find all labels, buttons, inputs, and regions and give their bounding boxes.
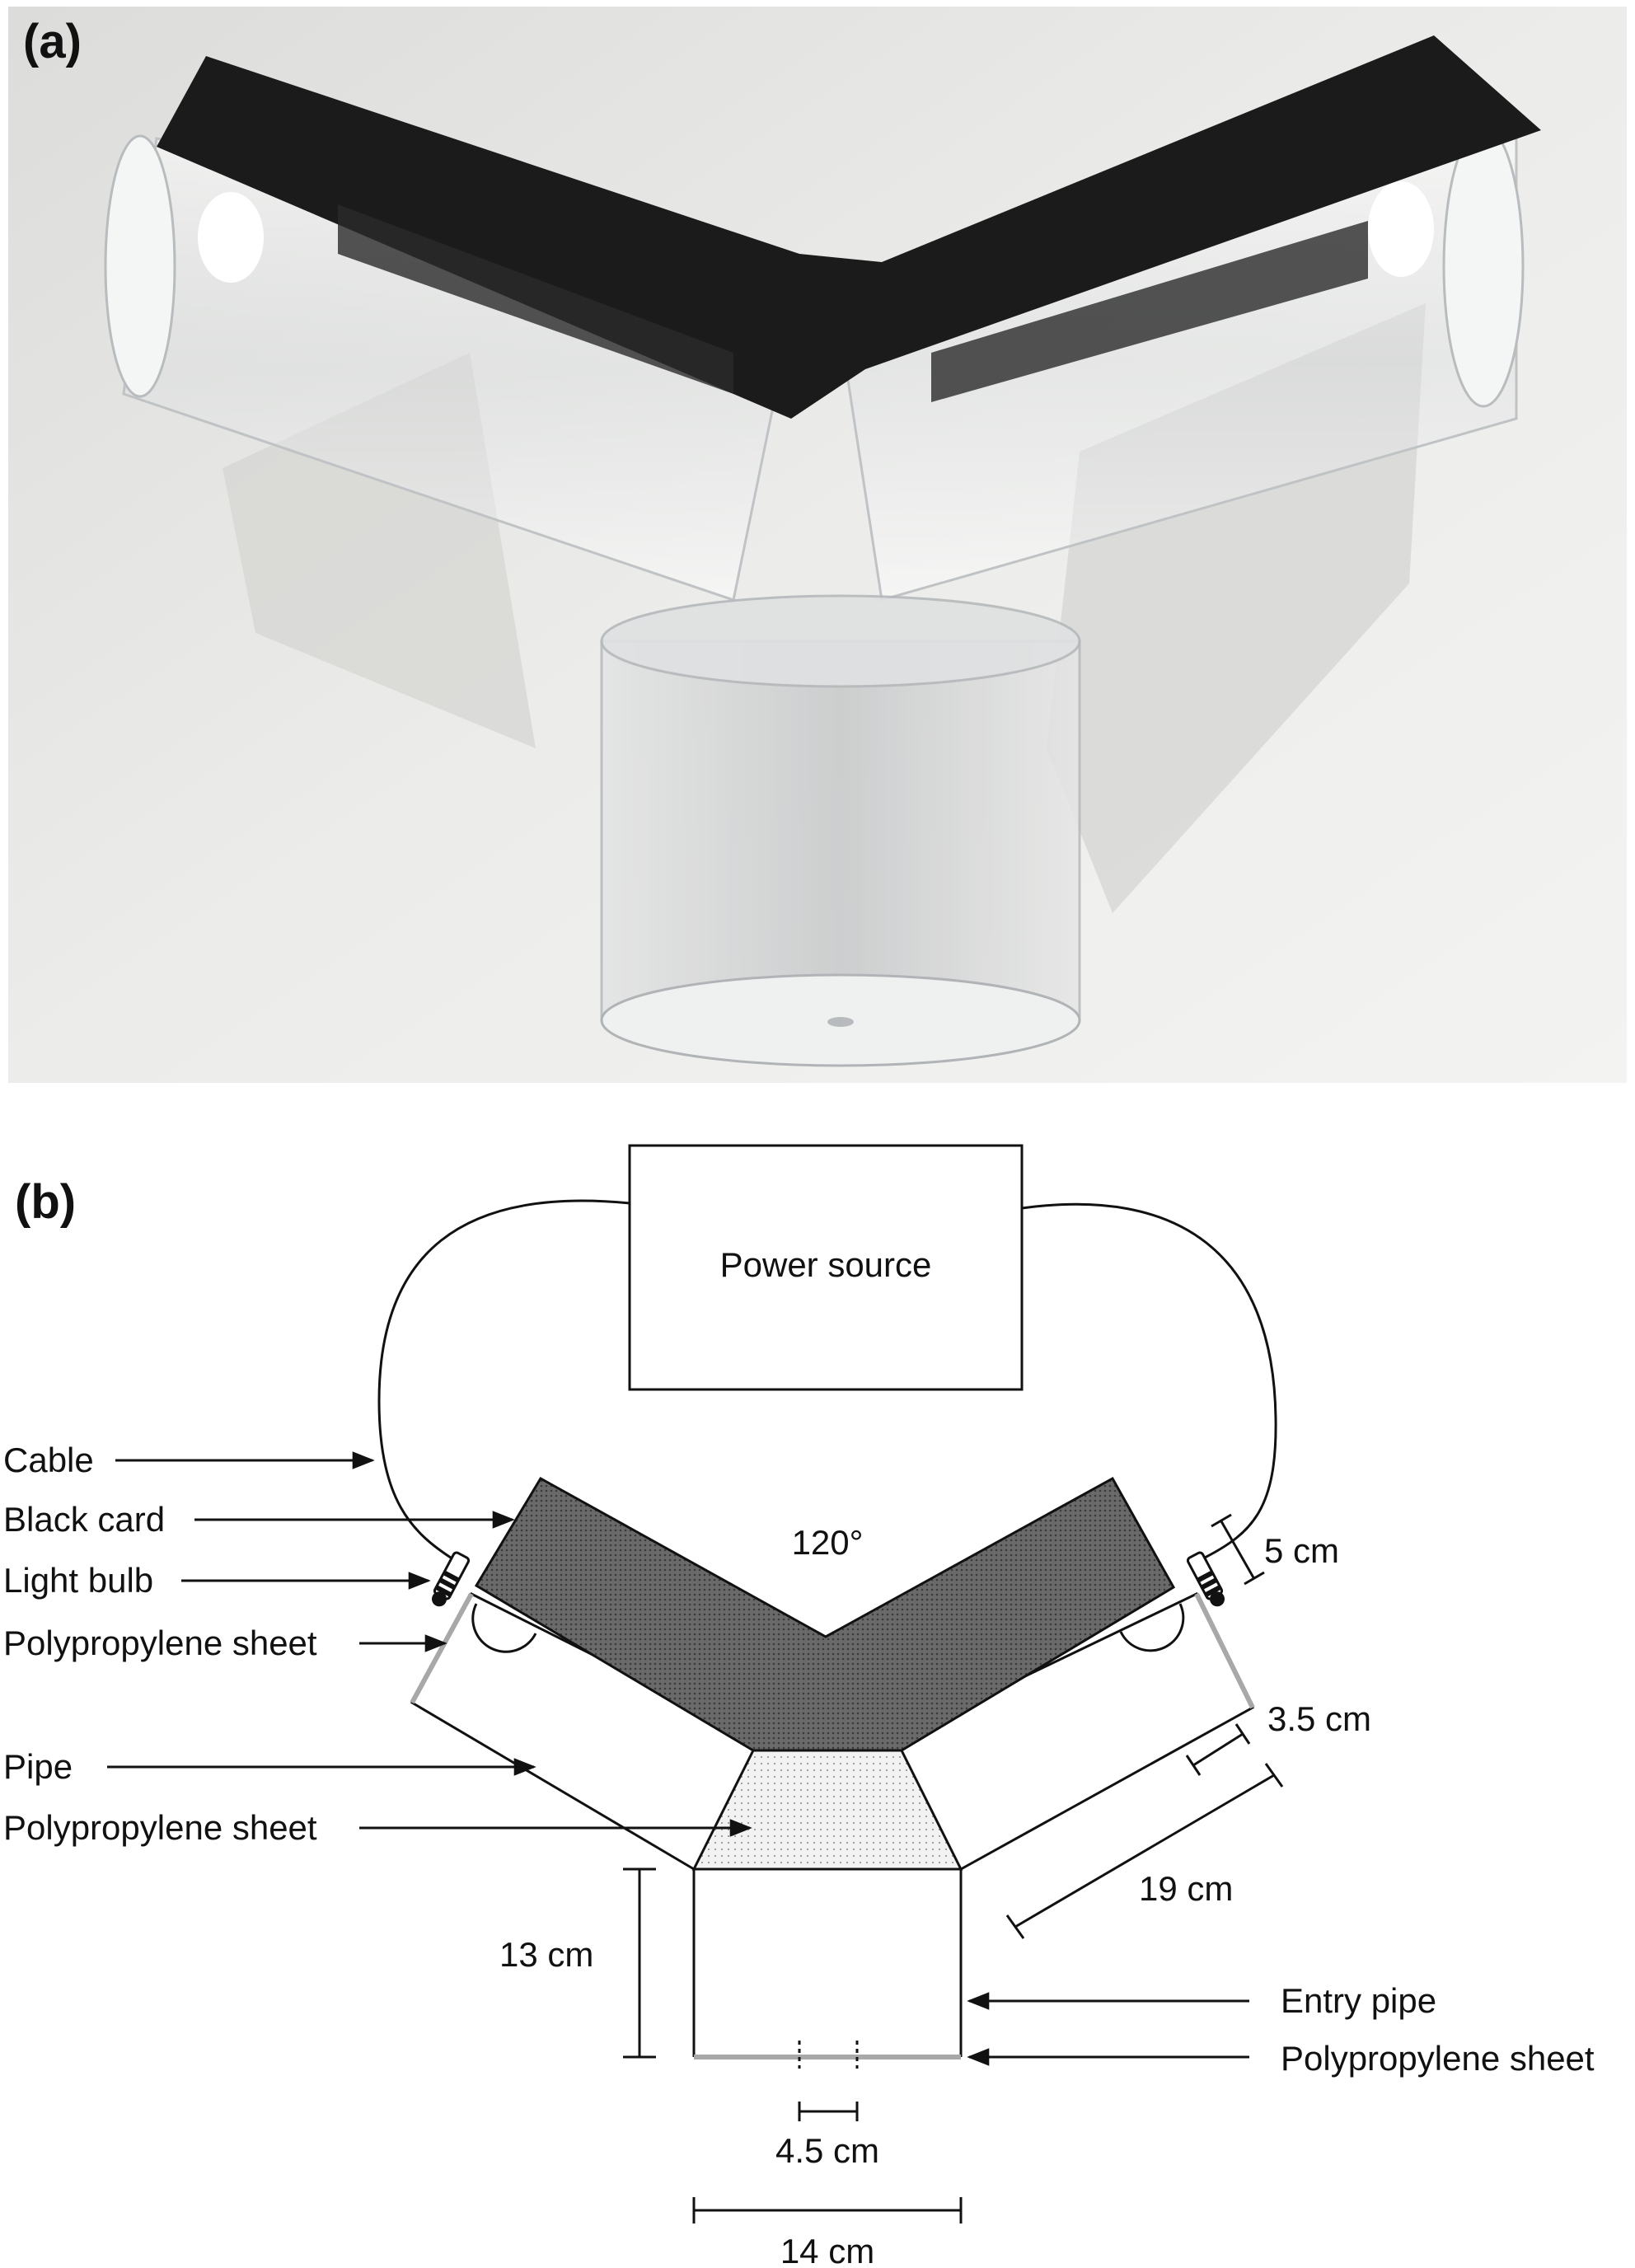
entry-hole — [827, 1017, 854, 1027]
left-tube-end — [104, 134, 176, 398]
photo-panel: (a) — [8, 7, 1627, 1083]
panel-a-label: (a) — [23, 15, 82, 68]
polypropylene-center-label: Polypropylene sheet — [3, 1808, 317, 1847]
entry-width-label: 14 cm — [780, 2232, 874, 2268]
right-bulb-hole — [1368, 181, 1434, 277]
right-end-polypropylene-sheet — [1194, 1592, 1255, 1709]
cable-right — [1021, 1202, 1277, 1559]
arm-offset-dimension — [1185, 1723, 1251, 1776]
entry-height-dimension — [623, 1867, 656, 2059]
bulb-width-dimension — [1211, 1513, 1265, 1586]
entry-pipe-label: Entry pipe — [1281, 1981, 1436, 2020]
left-light-bulb — [431, 1551, 471, 1607]
inner-dark-left — [338, 204, 733, 394]
entry-tube-top — [600, 594, 1081, 688]
left-bulb-hole — [198, 192, 264, 283]
power-source-box — [628, 1144, 1024, 1391]
angle-label: 120° — [792, 1523, 864, 1562]
cable-left — [377, 1199, 630, 1561]
diagram-panel: (b) Power source — [0, 1088, 1635, 2268]
right-light-bulb — [1186, 1551, 1225, 1607]
hole-gap-label: 4.5 cm — [775, 2131, 879, 2170]
cable-label: Cable — [3, 1441, 94, 1479]
pipe-label: Pipe — [3, 1747, 73, 1786]
hole-gap-dimension — [798, 2102, 859, 2121]
power-source-label: Power source — [720, 1245, 932, 1284]
entry-pipe — [692, 1869, 963, 2057]
entry-tube — [600, 640, 1081, 1022]
entry-height-label: 13 cm — [499, 1935, 593, 1974]
arm-length-label: 19 cm — [1139, 1869, 1233, 1908]
right-lamp-arc — [1119, 1603, 1185, 1652]
right-tube-end — [1442, 124, 1525, 408]
bulb-width-label: 5 cm — [1264, 1531, 1339, 1570]
y-maze-schematic: (b) Power source — [3, 1144, 1595, 2268]
inner-dark-right — [931, 221, 1368, 402]
light-bulb-label: Light bulb — [3, 1561, 153, 1600]
arm-offset-label: 3.5 cm — [1267, 1699, 1371, 1738]
black-card-tape — [157, 35, 1541, 419]
black-card — [474, 1476, 1176, 1752]
y-maze-photo: (a) — [8, 7, 1627, 1083]
panel-b-label: (b) — [15, 1175, 76, 1229]
polypropylene-bottom-label: Polypropylene sheet — [1281, 2039, 1595, 2078]
polypropylene-side-label: Polypropylene sheet — [3, 1624, 317, 1662]
entry-width-dimension — [692, 2197, 963, 2223]
left-lamp-arc — [471, 1603, 537, 1653]
arm-length-dimension — [1005, 1763, 1284, 1939]
black-card-label: Black card — [3, 1500, 165, 1539]
